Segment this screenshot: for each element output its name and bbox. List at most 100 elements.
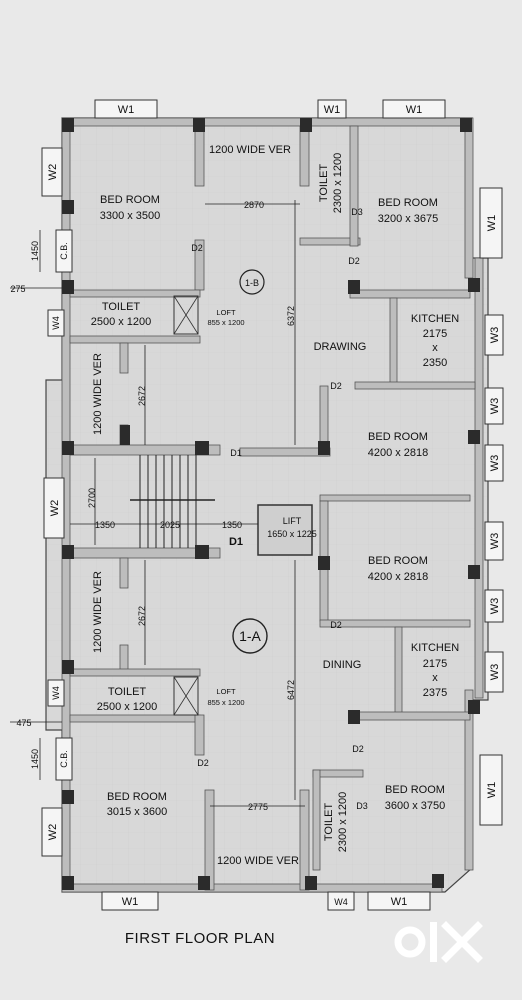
dim-1450-lower: 1450 [30,749,40,769]
door-d1-stair: D1 [230,448,242,458]
toilet-w-upper-title: TOILET [102,301,141,313]
kitchen-lower-x: x [432,672,438,684]
toilet-w-upper-size: 2500 x 1200 [91,316,152,328]
window-w1-right-upper: W1 [486,215,498,232]
door-d2-se: D2 [352,744,364,754]
dim-475: 475 [16,718,31,728]
dim-2672-upper: 2672 [137,386,147,406]
dim-6372: 6372 [286,306,296,326]
kitchen-upper-size1: 2175 [423,328,447,340]
verandah-top-label: 1200 WIDE VER [209,144,291,156]
bedroom-e-upper-title: BED ROOM [368,431,428,443]
cb-lower-box [55,737,73,781]
dim-1450-upper: 1450 [30,241,40,261]
olx-watermark-logo [394,921,483,963]
window-w3-r3: W3 [489,455,501,472]
loft-lower-size: 855 x 1200 [207,698,244,707]
kitchen-upper-size2: 2350 [423,357,447,369]
dim-1350-right: 1350 [222,520,242,530]
window-w3-r4: W3 [489,533,501,550]
lift-size: 1650 x 1225 [267,529,317,539]
dim-2775: 2775 [248,802,268,812]
bedroom-nw-title: BED ROOM [100,194,160,206]
columns [62,118,480,890]
windows [41,99,504,911]
toilet-se-title: TOILET [323,803,335,842]
loft-lower-box [173,676,199,716]
verandah-bottom-label: 1200 WIDE VER [217,855,299,867]
loft-upper-box [173,295,199,335]
window-w2-left-mid: W2 [49,500,61,517]
window-w1-top-right: W1 [406,104,423,116]
window-w2-left-upper: W2 [47,164,59,181]
bedroom-e-lower-title: BED ROOM [368,555,428,567]
dim-2672-lower: 2672 [137,606,147,626]
dim-275: 275 [10,284,25,294]
drawing-title: DRAWING [314,341,367,353]
dimension-lines [10,200,305,807]
door-d2-sw: D2 [197,758,209,768]
dim-1350-left: 1350 [95,520,115,530]
staircase [130,455,215,548]
flat-marker-1b [239,269,265,295]
bedroom-se-size: 3600 x 3750 [385,800,446,812]
plan-title: FIRST FLOOR PLAN [124,930,276,947]
flat-marker-1a [232,618,268,654]
window-w1-right-lower: W1 [486,782,498,799]
door-d2-drawing: D2 [330,381,342,391]
loft-upper-title: LOFT [216,308,236,317]
door-d3-se: D3 [356,801,368,811]
loft-lower-title: LOFT [216,687,236,696]
dining-title: DINING [323,659,362,671]
verandah-w-lower-label: 1200 WIDE VER [92,571,104,653]
toilet-se-size: 2300 x 1200 [337,792,349,853]
kitchen-lower-size1: 2175 [423,658,447,670]
flat-1b-label: 1-B [245,278,259,288]
door-d1-main: D1 [229,536,243,548]
lift-title: LIFT [283,516,302,526]
bedroom-sw-title: BED ROOM [107,791,167,803]
window-w3-r5: W3 [489,598,501,615]
kitchen-lower-title: KITCHEN [411,642,459,654]
toilet-ne-title: TOILET [318,164,330,203]
dim-2870: 2870 [244,200,264,210]
loft-upper-size: 855 x 1200 [207,318,244,327]
cb-lower-label: C.B. [59,750,69,768]
dim-6472: 6472 [286,680,296,700]
toilet-w-lower-size: 2500 x 1200 [97,701,158,713]
bedroom-sw-size: 3015 x 3600 [107,806,168,818]
cb-upper-label: C.B. [59,242,69,260]
door-d2-ne: D2 [348,256,360,266]
toilet-w-lower-title: TOILET [108,686,147,698]
bedroom-nw-size: 3300 x 3500 [100,210,161,222]
bedroom-e-upper-size: 4200 x 2818 [368,447,429,459]
window-w3-r6: W3 [489,664,501,681]
bedroom-e-lower-size: 4200 x 2818 [368,571,429,583]
kitchen-lower-size2: 2375 [423,687,447,699]
window-w3-r1: W3 [489,327,501,344]
window-w1-top-mid: W1 [324,104,341,116]
window-w4-bottom: W4 [334,897,348,907]
kitchen-upper-x: x [432,342,438,354]
door-d2-nw: D2 [191,243,203,253]
cb-upper-box [55,229,73,273]
window-w1-top-left: W1 [118,104,135,116]
kitchen-upper-title: KITCHEN [411,313,459,325]
window-w4-left-lower: W4 [51,686,61,700]
window-w1-bottom-left: W1 [122,896,139,908]
interior-walls [69,125,476,891]
window-w2-left-lower: W2 [47,824,59,841]
dim-2025: 2025 [160,520,180,530]
window-w4-left-upper: W4 [51,316,61,330]
bedroom-ne-size: 3200 x 3675 [378,213,439,225]
bedroom-ne-title: BED ROOM [378,197,438,209]
dim-2700: 2700 [87,488,97,508]
door-d3-ne: D3 [351,207,363,217]
bedroom-se-title: BED ROOM [385,784,445,796]
verandah-w-upper-label: 1200 WIDE VER [92,353,104,435]
window-w3-r2: W3 [489,398,501,415]
window-w1-bottom-right: W1 [391,896,408,908]
door-d2-dining: D2 [330,620,342,630]
toilet-ne-size: 2300 x 1200 [332,153,344,214]
